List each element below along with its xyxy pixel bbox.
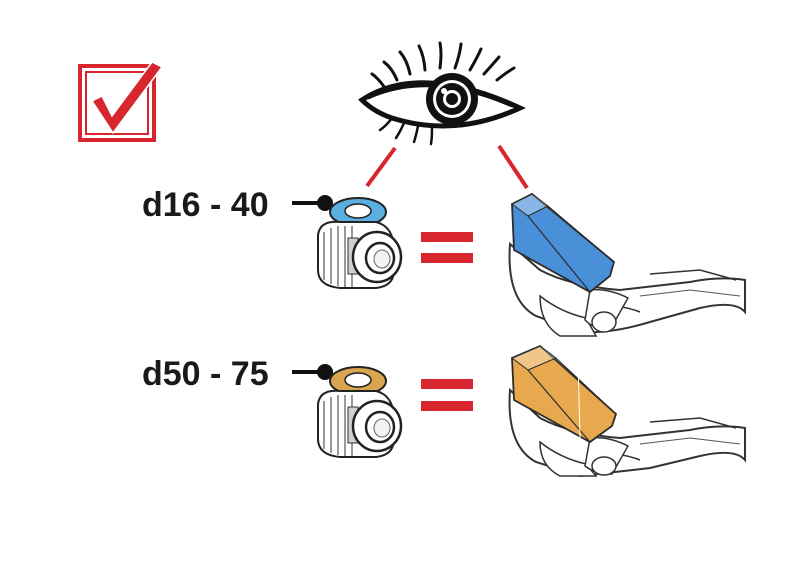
equals-sign-2	[421, 379, 473, 411]
size-label-1: d16 - 40	[142, 186, 269, 224]
sight-line-right	[497, 144, 529, 190]
eye-icon	[358, 41, 526, 146]
size-label-2: d50 - 75	[142, 355, 269, 393]
fitting-icon-1	[317, 197, 403, 289]
tool-icon-2	[508, 344, 746, 478]
fitting-icon-2	[317, 366, 403, 458]
equals-sign-1	[421, 232, 473, 263]
tool-icon-1	[508, 192, 746, 337]
sight-line-left	[365, 146, 397, 188]
checkbox-checked-icon	[78, 61, 164, 142]
leader-line-2	[292, 364, 333, 380]
leader-line-1	[292, 195, 333, 211]
